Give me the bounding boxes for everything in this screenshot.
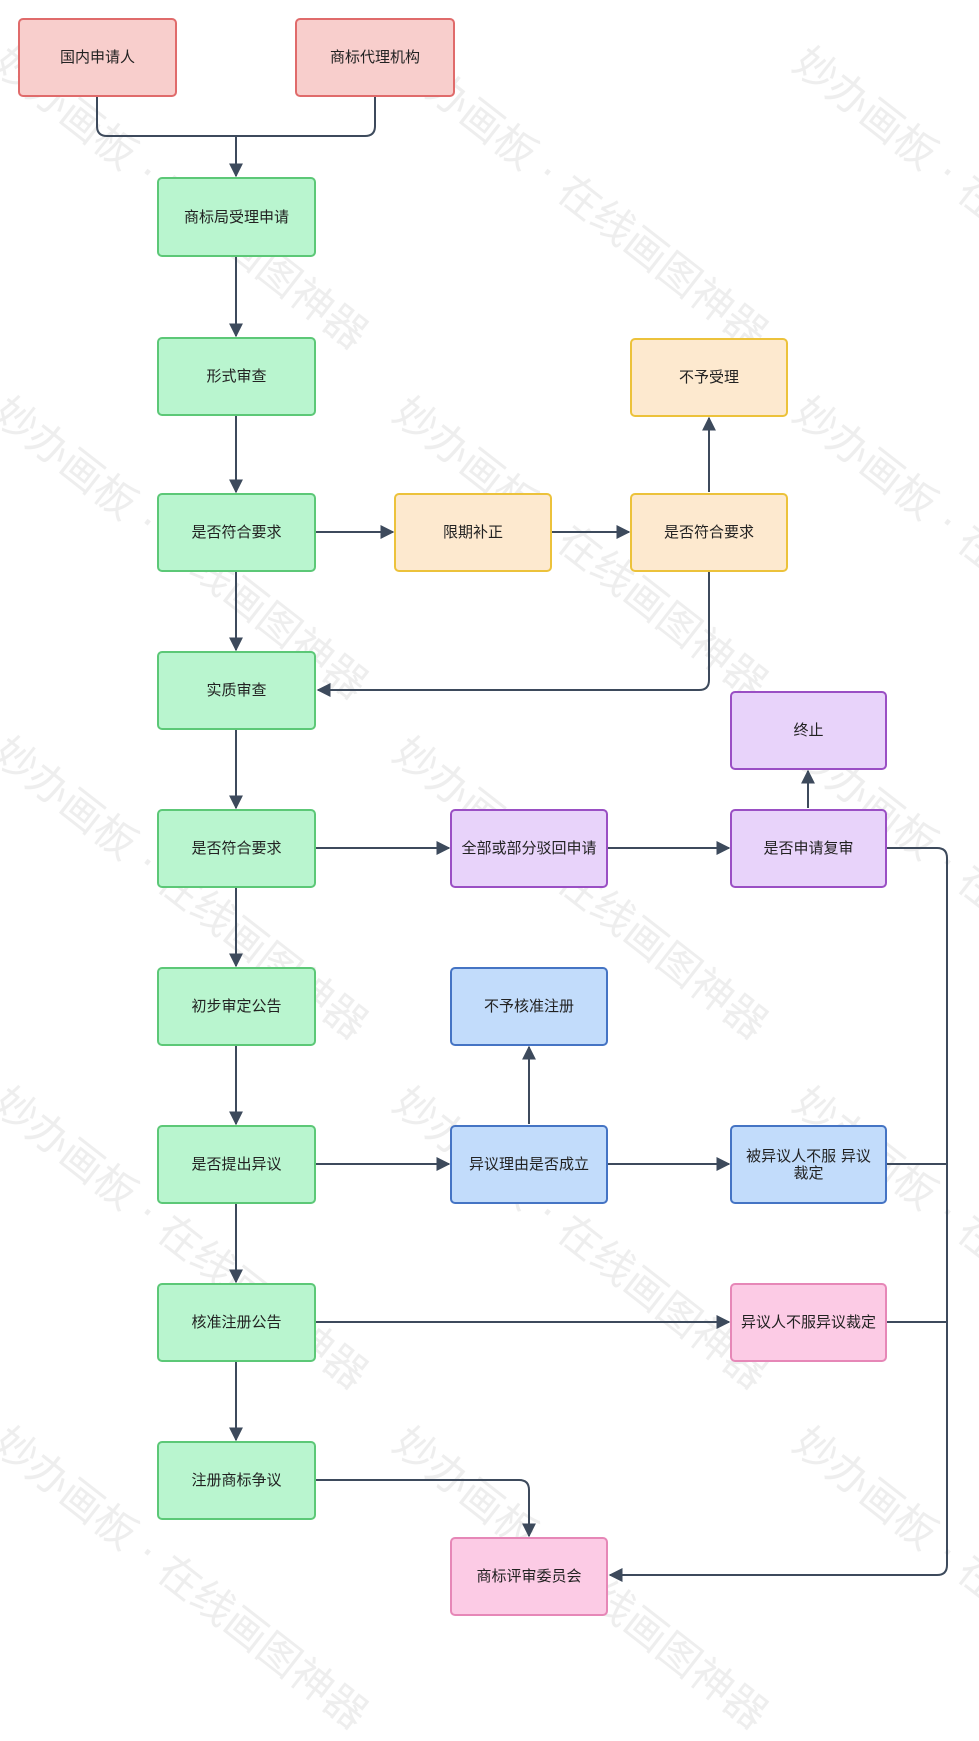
node-correction-deadline[interactable]: 限期补正: [394, 493, 552, 572]
node-terminate[interactable]: 终止: [730, 691, 887, 770]
edge-right-bus-to-board: [608, 847, 948, 1582]
node-label: 终止: [793, 721, 824, 739]
node-label: 是否符合要求: [663, 523, 754, 541]
node-label: 异议理由是否成立: [468, 1155, 589, 1173]
node-opposed-disagree[interactable]: 被异议人不服 异议裁定: [730, 1125, 887, 1204]
edge-meets2-to-substantive: [316, 572, 710, 697]
node-opposer-disagree[interactable]: 异议人不服异议裁定: [730, 1283, 887, 1362]
node-label: 是否符合要求: [191, 523, 282, 541]
node-label: 是否符合要求: [191, 839, 282, 857]
node-label: 异议人不服异议裁定: [740, 1313, 876, 1331]
edge-applicant-merge: [96, 97, 376, 137]
node-label: 不予核准注册: [483, 997, 574, 1015]
node-label: 注册商标争议: [191, 1471, 282, 1489]
edge-layer: [96, 97, 948, 1582]
node-label: 核准注册公告: [191, 1313, 282, 1331]
node-trademark-agency[interactable]: 商标代理机构: [295, 18, 455, 97]
node-dispute[interactable]: 注册商标争议: [157, 1441, 316, 1520]
node-label: 商标评审委员会: [476, 1567, 582, 1585]
node-opposition-valid[interactable]: 异议理由是否成立: [450, 1125, 608, 1204]
node-prelim-announce[interactable]: 初步审定公告: [157, 967, 316, 1046]
node-label: 形式审查: [206, 367, 267, 385]
node-rejection[interactable]: 全部或部分驳回申请: [450, 809, 608, 888]
node-meets-req-2[interactable]: 是否符合要求: [630, 493, 788, 572]
node-label: 实质审查: [206, 681, 267, 699]
node-not-approved[interactable]: 不予核准注册: [450, 967, 608, 1046]
edge-dispute-to-board: [316, 1479, 536, 1538]
node-meets-req-3[interactable]: 是否符合要求: [157, 809, 316, 888]
flowchart-canvas: 妙办画板 · 在线画图神器妙办画板 · 在线画图神器妙办画板 · 在线画图神器妙…: [0, 18, 979, 1739]
node-formal-exam[interactable]: 形式审查: [157, 337, 316, 416]
node-label: 是否申请复审: [763, 839, 854, 857]
node-label: 商标代理机构: [329, 48, 420, 66]
node-label: 商标局受理申请: [183, 207, 289, 226]
node-apply-review[interactable]: 是否申请复审: [730, 809, 887, 888]
node-approval-announce[interactable]: 核准注册公告: [157, 1283, 316, 1362]
node-label: 初步审定公告: [191, 997, 282, 1015]
node-office-accepts[interactable]: 商标局受理申请: [157, 177, 316, 257]
node-meets-req-1[interactable]: 是否符合要求: [157, 493, 316, 572]
node-label: 全部或部分驳回申请: [461, 839, 597, 857]
node-not-accepted[interactable]: 不予受理: [630, 338, 788, 417]
node-label: 不予受理: [678, 368, 739, 386]
node-opposition-raised[interactable]: 是否提出异议: [157, 1125, 316, 1204]
node-review-board[interactable]: 商标评审委员会: [450, 1537, 608, 1616]
node-label: 国内申请人: [59, 48, 135, 66]
node-domestic-applicant[interactable]: 国内申请人: [18, 18, 177, 97]
node-label: 被异议人不服 异议裁定: [746, 1146, 871, 1182]
node-label: 限期补正: [442, 523, 503, 541]
node-substantive-exam[interactable]: 实质审查: [157, 651, 316, 730]
node-label: 是否提出异议: [191, 1155, 282, 1173]
